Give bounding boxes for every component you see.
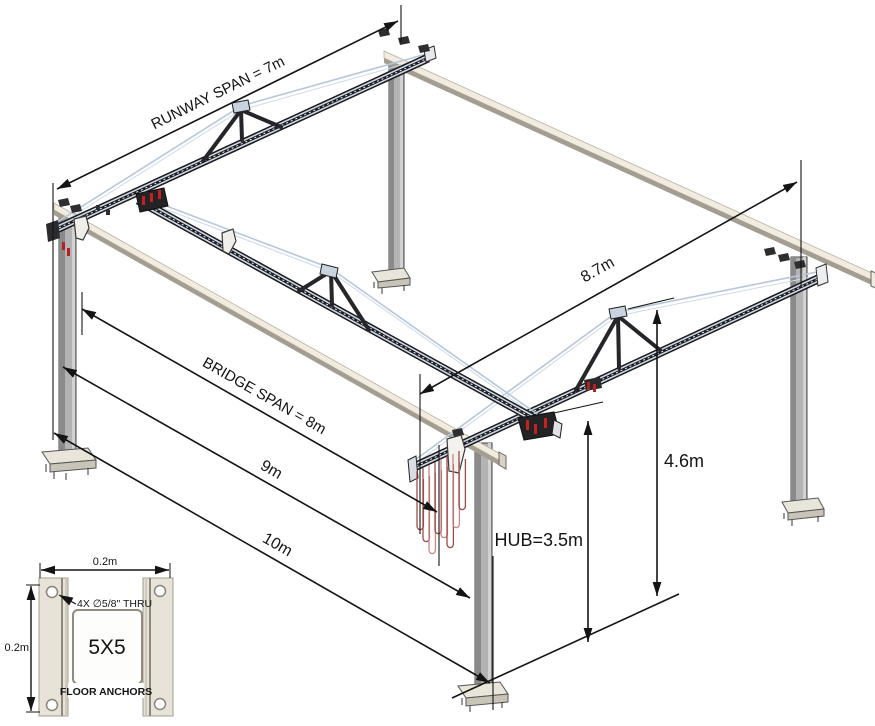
bridge-right-end-truck bbox=[517, 411, 563, 441]
dim-10m-line bbox=[53, 432, 491, 684]
hole-callout-label: 4X ∅5/8" THRU bbox=[77, 598, 152, 610]
front-right-hanger-bracket bbox=[446, 434, 466, 474]
rear-left-baseplate bbox=[371, 267, 411, 294]
front-header-beam bbox=[53, 202, 507, 470]
dim-8-7m-line bbox=[419, 181, 798, 395]
overall-height-label: 4.6m bbox=[664, 451, 704, 471]
floor-anchor-detail: 5X5 FLOOR ANCHORS 0.2m 0.2m 4X ∅5/8" THR… bbox=[5, 556, 174, 717]
plate-height-label: 0.2m bbox=[5, 642, 29, 654]
bridge-left-end-truck bbox=[135, 187, 169, 213]
hub-height-label: HUB=3.5m bbox=[494, 530, 583, 550]
front-left-hanger-bracket bbox=[73, 215, 90, 241]
right-kicker-cap bbox=[608, 305, 628, 320]
dimension-lines bbox=[53, 20, 798, 684]
anchor-detail-dimensions bbox=[26, 563, 171, 713]
hole-leader-line bbox=[58, 594, 77, 606]
runway-overall-label: 8.7m bbox=[578, 254, 617, 286]
right-runway-cable bbox=[414, 271, 818, 461]
anchor-hole-bottom-right bbox=[153, 697, 167, 711]
right-runway-kicker-truss bbox=[574, 314, 662, 392]
floor-anchors-caption: FLOOR ANCHORS bbox=[60, 686, 152, 698]
rear-left-column bbox=[371, 61, 411, 294]
anchor-hole-top-right bbox=[153, 584, 167, 598]
bridge-span-label: BRIDGE SPAN = 8m bbox=[200, 354, 329, 438]
dim-runway-span-line bbox=[56, 20, 399, 190]
bridge-hanger-bracket bbox=[221, 228, 237, 255]
bridge-beam bbox=[135, 187, 563, 441]
rear-right-baseplate bbox=[781, 497, 825, 526]
column-top-hardware bbox=[58, 28, 806, 437]
front-right-baseplate bbox=[457, 681, 509, 712]
plate-width-label: 0.2m bbox=[93, 556, 117, 568]
right-runway-end-cap bbox=[815, 263, 829, 287]
bridge-kicker-cap bbox=[319, 263, 339, 279]
anchor-hole-top-left bbox=[45, 585, 59, 599]
caption-box bbox=[68, 683, 144, 698]
dim-10m-label: 10m bbox=[260, 530, 295, 560]
column-size-label: 5X5 bbox=[88, 636, 125, 659]
anchor-hole-bottom-left bbox=[45, 698, 59, 712]
